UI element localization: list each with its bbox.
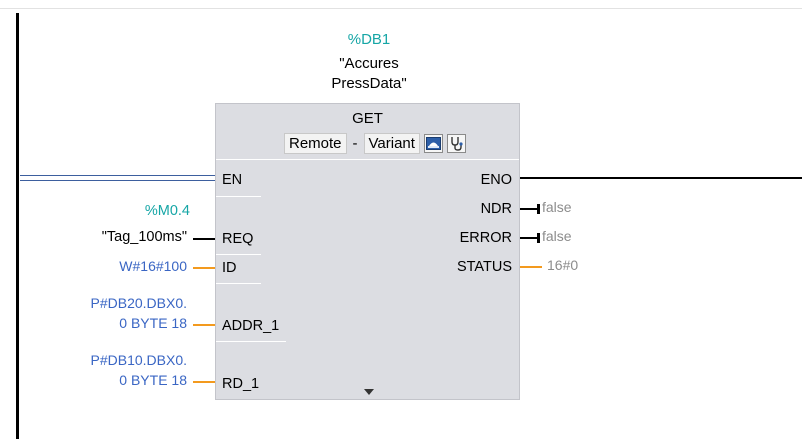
- instance-db-name-line2: PressData": [331, 75, 407, 92]
- pin-id[interactable]: ID: [222, 260, 237, 276]
- status-wire: [520, 266, 542, 268]
- addr1-divider: [216, 341, 286, 342]
- header-divider: [216, 159, 519, 160]
- diagnostics-stethoscope-icon[interactable]: [446, 133, 466, 153]
- pin-en[interactable]: EN: [222, 172, 243, 188]
- id-wire: [193, 267, 215, 269]
- pin-eno[interactable]: ENO: [480, 172, 512, 188]
- en-divider: [216, 196, 261, 197]
- block-title: GET: [352, 110, 383, 127]
- editor-top-border: [0, 8, 802, 9]
- power-rail: [16, 13, 19, 439]
- variant-separator: -: [352, 134, 358, 152]
- pin-status[interactable]: STATUS: [456, 259, 512, 275]
- configuration-icon[interactable]: [423, 133, 443, 153]
- pin-req[interactable]: REQ: [222, 231, 254, 247]
- id-value[interactable]: W#16#100: [119, 258, 187, 274]
- error-value: false: [542, 228, 572, 244]
- pin-addr1[interactable]: ADDR_1: [222, 318, 280, 334]
- pin-ndr[interactable]: NDR: [480, 201, 512, 217]
- eno-output-wire: [520, 177, 802, 179]
- ndr-wire: [520, 208, 538, 210]
- req-address[interactable]: %M0.4: [144, 203, 190, 219]
- expand-parameters-icon[interactable]: [364, 389, 374, 395]
- rd1-wire: [193, 381, 215, 383]
- instance-db-name-line1: "Accures: [339, 55, 399, 72]
- addr1-value-line1: P#DB20.DBX0.: [90, 295, 188, 311]
- pin-rd1[interactable]: RD_1: [222, 376, 260, 392]
- id-divider: [216, 283, 261, 284]
- ndr-wire-end: [537, 204, 540, 214]
- variant-row: Remote - Variant: [284, 132, 466, 154]
- en-input-wire: [20, 175, 215, 181]
- req-tag[interactable]: "Tag_100ms": [101, 229, 187, 245]
- instance-db-number[interactable]: %DB1: [347, 31, 391, 48]
- error-wire: [520, 237, 538, 239]
- rd1-value-line1: P#DB10.DBX0.: [90, 352, 188, 368]
- variant-dropdown[interactable]: Variant: [363, 132, 420, 154]
- rd1-value[interactable]: P#DB10.DBX0. 0 BYTE 18: [40, 350, 188, 390]
- error-wire-end: [537, 233, 540, 243]
- addr1-value[interactable]: P#DB20.DBX0. 0 BYTE 18: [40, 293, 188, 333]
- pin-error[interactable]: ERROR: [459, 230, 512, 246]
- rd1-value-line2: 0 BYTE 18: [119, 372, 187, 388]
- ndr-value: false: [542, 199, 572, 215]
- addr1-value-line2: 0 BYTE 18: [119, 315, 187, 331]
- remote-dropdown[interactable]: Remote: [284, 132, 347, 154]
- req-divider: [216, 254, 261, 255]
- status-value: 16#0: [547, 257, 579, 273]
- addr1-wire: [193, 324, 215, 326]
- instance-db-name[interactable]: "Accures PressData": [300, 54, 438, 94]
- req-wire: [193, 238, 215, 240]
